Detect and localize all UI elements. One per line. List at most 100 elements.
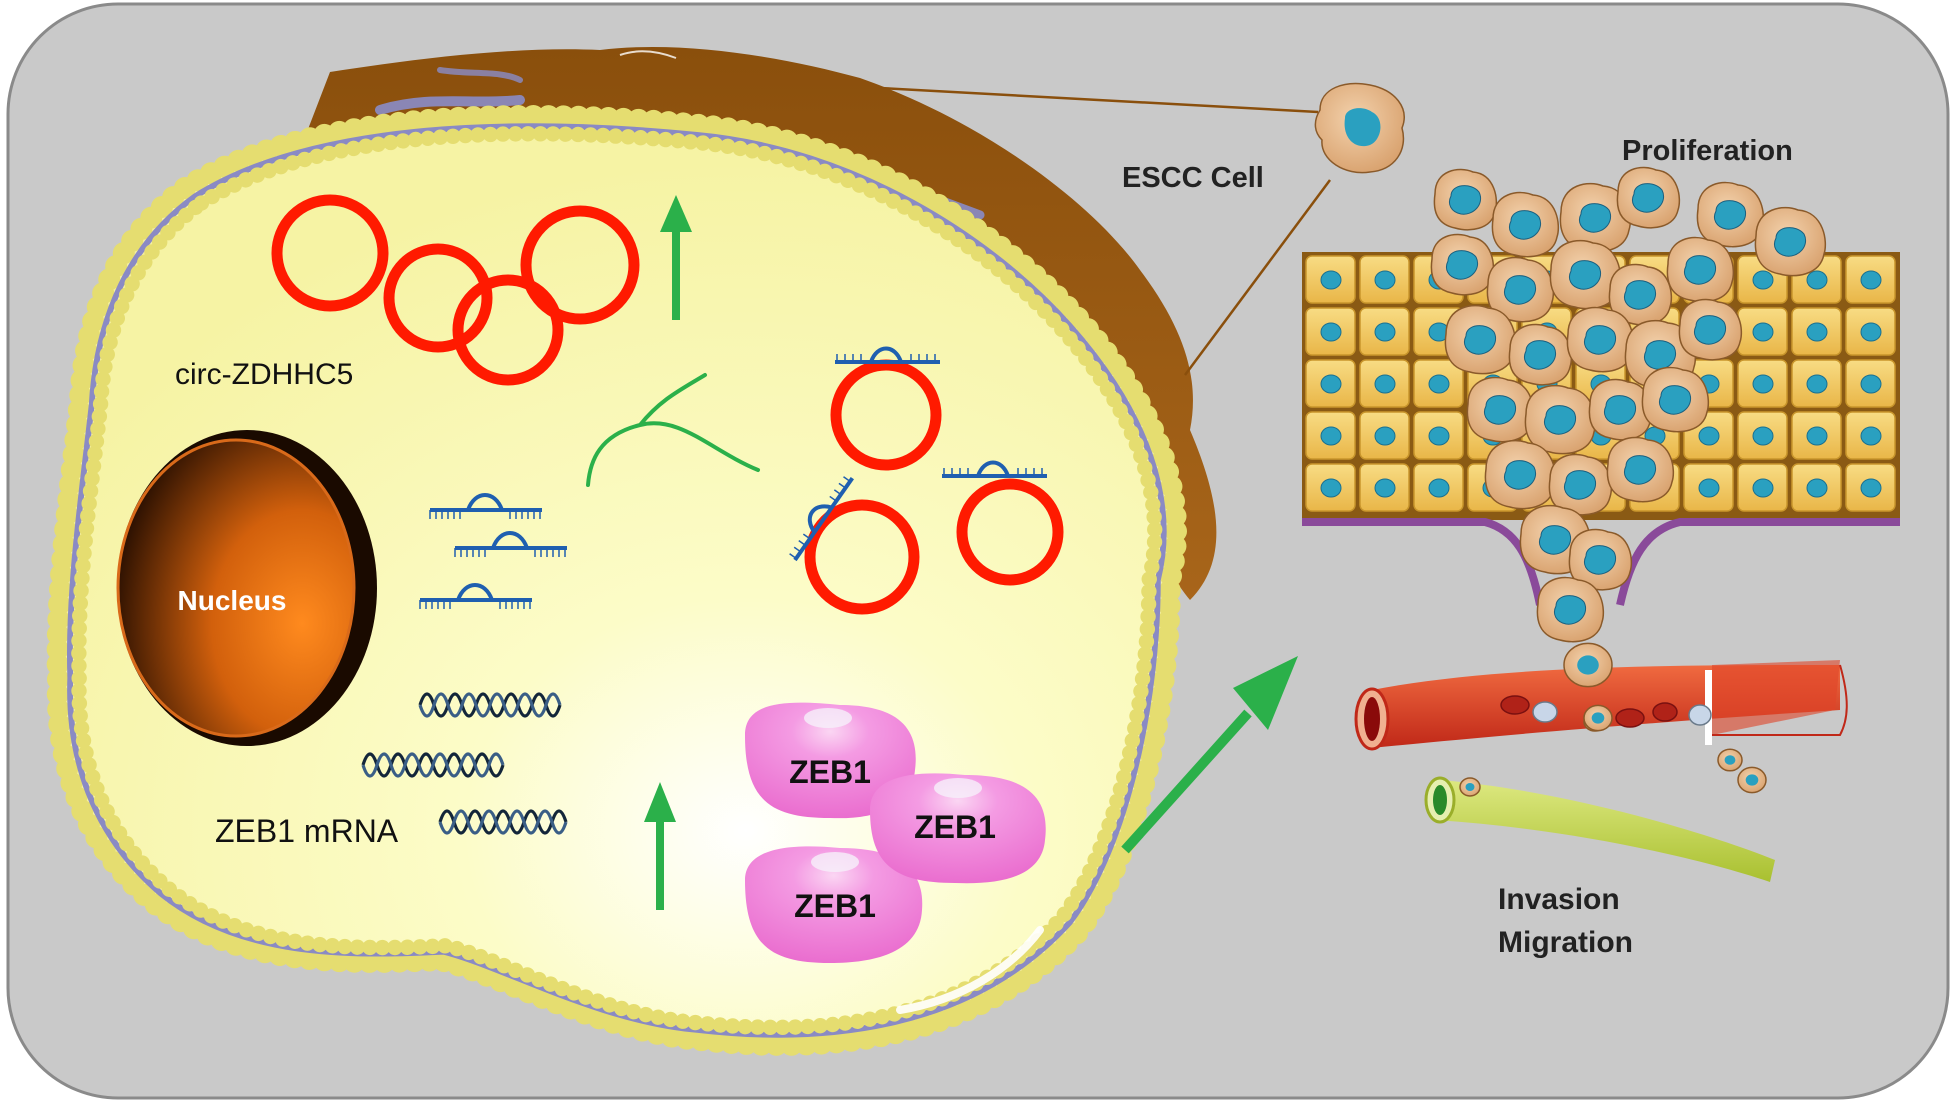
lymph-vessel [1424,776,1775,882]
migrating-tumor-cell [1459,777,1481,797]
tumor-cell [1433,168,1498,231]
escc-cell-icon [1314,82,1405,174]
epithelial-cell [1791,463,1842,512]
tumor-cell [1678,298,1743,361]
circ-rna-ring [830,359,942,471]
migrating-cells [1459,642,1767,797]
invasion-arrow [1121,656,1298,854]
epithelial-cell [1737,411,1788,460]
cortex-streak [437,67,523,83]
escc-cell-label: ESCC Cell [1122,162,1264,194]
tumor-cell [1548,453,1613,516]
cortex-streak [375,95,525,115]
bound-circ-rna-group [804,359,1064,615]
migrating-tumor-cell [1737,766,1767,794]
zeb1-protein: ZEB1 [870,773,1046,884]
zeb1-label: ZEB1 [789,754,871,790]
tumor-cell [1536,576,1605,643]
circ-rna-ring [452,274,564,386]
epithelial-cell [1791,411,1842,460]
invasion-label: Invasion [1498,883,1620,916]
zeb1-protein: ZEB1 [745,702,916,819]
tumor-cell [1430,233,1495,296]
epithelial-cell [1737,463,1788,512]
blood-vessel [1354,660,1848,751]
tumor-cell [1608,263,1673,326]
tumor-cell [1559,182,1632,253]
epithelial-cell [1845,463,1896,512]
epithelial-cell [1359,307,1410,356]
cortex-streak [619,50,677,59]
epithelial-cell [1791,307,1842,356]
tumor-cell [1606,436,1675,503]
epithelial-cell [1305,463,1356,512]
epithelial-cell [1305,359,1356,408]
circ-rna-ring [383,243,493,353]
tumor-cell [1696,181,1765,248]
epithelial-cell [1413,359,1464,408]
nucleus-label: Nucleus [178,585,287,616]
epithelial-cell [1413,463,1464,512]
epithelial-cell [1305,255,1356,304]
epithelial-cell [1359,359,1410,408]
nucleus [116,438,356,738]
zeb1-label: ZEB1 [914,809,996,845]
sponge-curve [586,373,760,487]
proliferation-label: Proliferation [1622,135,1793,167]
epithelial-cell [1359,255,1410,304]
epithelial-cell [1359,463,1410,512]
epithelial-cell [1737,307,1788,356]
epithelial-cell [1791,359,1842,408]
migrating-tumor-cell [1563,642,1613,688]
circ-rna-ring [956,478,1064,586]
tumor-cell [1566,306,1635,373]
basement-membrane [1302,518,1900,606]
circ-zdhhc5-label: circ-ZDHHC5 [175,358,353,391]
membrane-highlight [896,926,1044,1014]
bound-mirna-group [789,346,1047,562]
migration-label: Migration [1498,926,1633,959]
tumor-cell [1491,191,1560,258]
circ-rna-ring [804,499,920,615]
tumor-cell [1754,206,1827,277]
epithelial-cell [1845,255,1896,304]
tumor-cell [1666,236,1735,303]
zeb1-mrna-label: ZEB1 mRNA [215,813,399,849]
tumor-cell [1549,239,1622,310]
escc-cell-zoom: circ-ZDHHC5 Nucleus [46,46,1217,1056]
tumor-cluster [1430,166,1827,643]
mrna-helix-icon [361,692,568,835]
tumor-cell [1524,384,1597,455]
zeb1-label: ZEB1 [794,888,876,924]
circ-rna-ring [271,194,389,312]
tumor-cell [1466,376,1535,443]
tumor-cell [1641,366,1710,433]
up-arrow-icon [660,195,692,320]
epithelial-cell [1737,359,1788,408]
tumor-cell [1444,304,1517,375]
membrane-band [67,123,1167,1038]
epithelial-cell [1305,411,1356,460]
migrating-tumor-cell [1717,748,1743,772]
zoom-line [1183,179,1332,376]
tumor-cell [1588,378,1653,441]
zeb1-protein: ZEB1 [745,846,923,963]
migrating-tumor-cell [1583,704,1613,732]
tumor-cell [1616,166,1681,229]
zoom-line [879,86,1319,114]
mirna-strand-icon [419,493,567,609]
tumor-cell [1508,323,1573,386]
circ-rna-group [271,194,640,386]
epithelial-cell [1845,307,1896,356]
circ-rna-ring [520,205,640,325]
epithelial-cell [1305,307,1356,356]
epithelial-cell [1845,359,1896,408]
up-arrow-icon [644,782,676,910]
epithelial-cell [1413,411,1464,460]
cell-cortex [300,46,1217,600]
epithelial-cell [1359,411,1410,460]
epithelial-cell [1683,463,1734,512]
epithelial-cell [1845,411,1896,460]
